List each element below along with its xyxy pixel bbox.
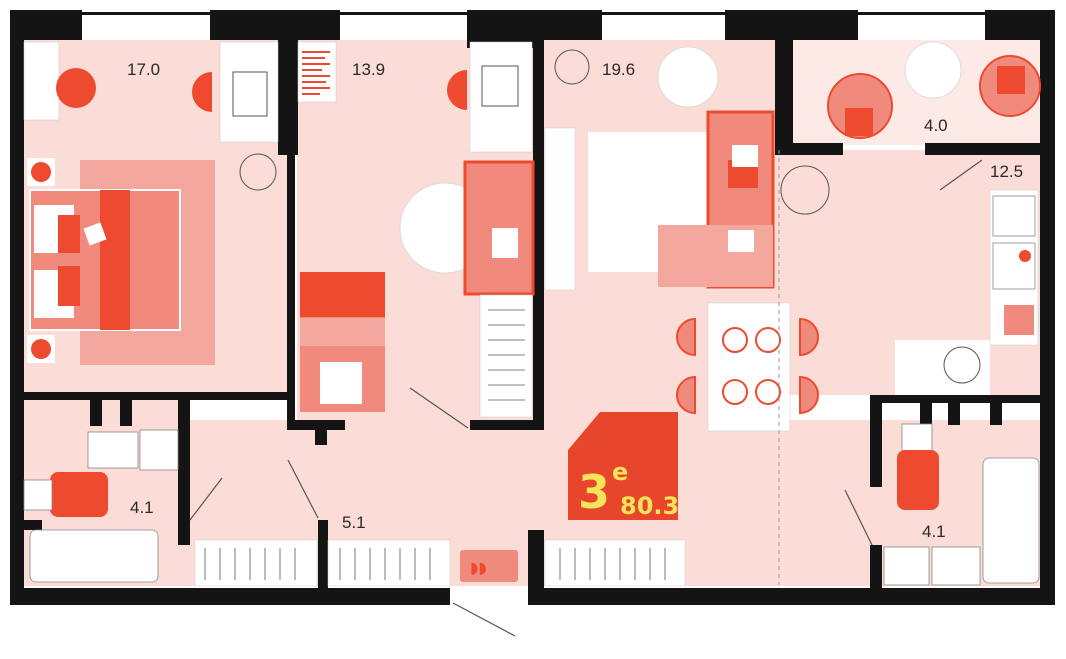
slippers-icon: ◗◗ [470,558,487,577]
washer-right-icon [883,546,930,586]
room-area-bath-right: 4.1 [922,522,946,541]
plate-2-icon [755,327,781,353]
lamp-top-icon [31,162,51,182]
succulent-icon [554,49,590,85]
washbasin-icon [87,431,139,469]
bedroom-left-furniture [23,41,279,365]
lamp-bottom-icon [31,339,51,359]
book [83,222,107,246]
badge-suffix: е [612,458,628,486]
bed-middle-runner [300,318,385,346]
dining-chair-2-icon [676,375,696,415]
toilet-icon [50,472,108,517]
room-area-bedroom-left: 17.0 [127,60,160,79]
room-area-living: 19.6 [602,60,635,79]
toilet-right-icon [897,450,939,510]
living-furniture [544,46,830,585]
badge-shape [568,412,678,520]
sofa-cushion [492,228,518,258]
plant-icon [239,153,277,191]
dining-table [707,302,791,432]
bed-runner [100,190,130,330]
armchair-sofa [463,160,535,296]
dining-chair-4-icon [799,375,819,415]
coffee-table-icon [657,46,719,108]
dining-chair-3-icon [799,317,819,357]
balcony-chair-left-icon [827,73,893,139]
laptop-middle-icon [481,65,519,107]
laptop-icon [232,71,268,117]
balcony-cushion-left [845,108,873,136]
hallway-fixtures: ◗◗ [194,539,686,587]
bed-middle-pillow [320,362,362,404]
room-labels: 17.0 13.9 19.6 4.0 12.5 4.1 5.1 4.1 [127,60,1023,541]
fridge-icon [992,195,1036,237]
toilet-right-tank [901,423,933,453]
dresser [23,41,60,121]
plate-4-icon [755,379,781,405]
dining-chair-1-icon [676,317,696,357]
bed-middle-top [300,272,385,317]
tv-unit [544,127,576,291]
balcony-furniture [827,41,1041,139]
board-icon [1004,305,1034,335]
plant-living-icon [780,165,830,215]
apartment-badge: 3 е 80.3 [568,412,679,520]
bathtub-left-icon [29,529,159,583]
wardrobe-hall-3 [544,539,686,587]
bathtub-right-icon [982,457,1040,584]
sink-icon [943,346,981,384]
kitchen-furniture [943,189,1039,384]
room-area-bath-left: 4.1 [130,498,154,517]
room-area-balcony: 4.0 [924,116,948,135]
pouf-icon [56,68,96,108]
washer-icon [139,429,179,471]
plate-3-icon [722,379,748,405]
badge-room-count: 3 [578,465,610,519]
doors [189,159,983,637]
wardrobe-hall-1 [194,539,318,587]
cushion-1 [58,215,80,253]
room-area-bedroom-middle: 13.9 [352,60,385,79]
plate-1-icon [722,327,748,353]
burner-icon [1019,250,1031,262]
sofa-white-cushion [732,145,758,167]
bedroom-middle-furniture [297,41,535,418]
doormat [460,550,518,582]
chair-icon [191,71,212,112]
wardrobe-middle-hangers [488,309,525,401]
desk [219,41,279,143]
hanger-lines [204,548,666,580]
wardrobe-hall-2 [327,539,451,587]
room-area-hallway: 5.1 [342,513,366,532]
bath-left-fixtures [23,429,179,583]
cushion-2 [58,266,80,306]
chair-middle-icon [447,70,467,110]
washbasin-right-icon [931,546,981,586]
toilet-tank [23,479,53,511]
desk-middle [469,41,533,153]
room-area-kitchen: 12.5 [990,162,1023,181]
wardrobe-middle [479,294,533,418]
bath-right-fixtures [883,423,1040,586]
bookshelf-lines [302,51,330,95]
badge-total-area: 80.3 [620,492,679,520]
sofa-white-cushion-2 [728,230,754,252]
corner-sofa-seat [658,225,773,287]
stove-icon [992,242,1036,290]
walls [10,10,1055,605]
balcony-table-icon [904,41,962,99]
balcony-cushion-right [997,66,1025,94]
